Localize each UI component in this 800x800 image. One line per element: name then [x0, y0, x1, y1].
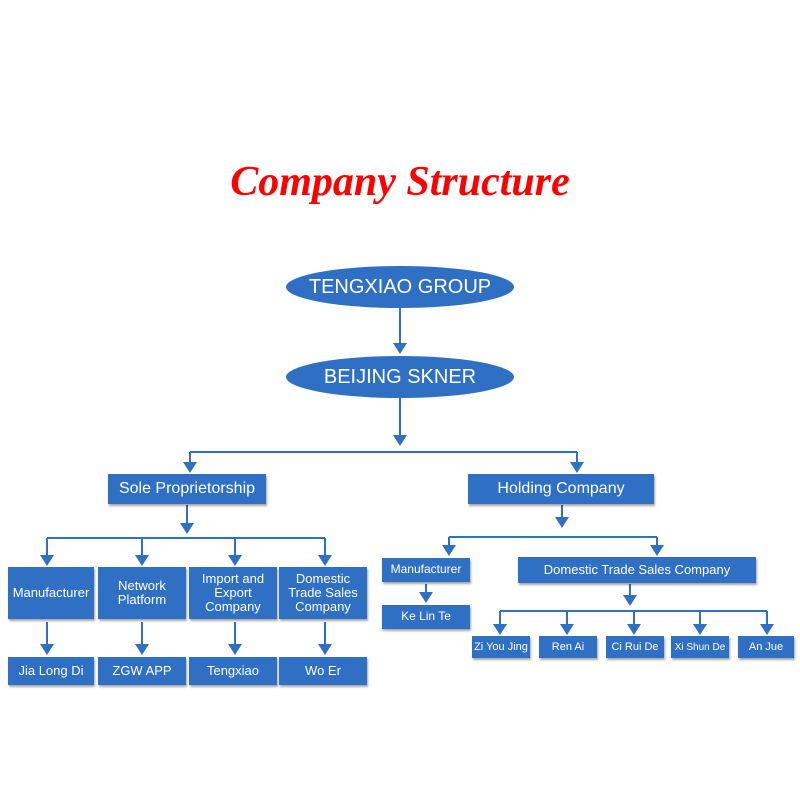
node-right-sales: Domestic Trade Sales Company [518, 557, 756, 583]
node-left-brand-2: ZGW APP [98, 657, 186, 685]
node-left-unit-1: Manufacturer [8, 567, 94, 619]
node-right-brand-3: Ci Rui De [606, 636, 664, 658]
arrow-head-45 [627, 624, 641, 635]
arrow-head-23 [135, 644, 149, 655]
arrow-head-15 [135, 555, 149, 566]
arrow-head-3 [393, 435, 407, 446]
node-right-manufacturer: Manufacturer [382, 558, 470, 582]
node-right-brand-5: An Jue [738, 636, 794, 658]
arrow-head-36 [419, 592, 433, 603]
node-holding-company: Holding Company [468, 474, 654, 504]
node-right-brand-4: Xi Shun De [671, 636, 729, 658]
arrow-head-38 [623, 595, 637, 606]
arrow-head-19 [318, 555, 332, 566]
arrow-head-27 [318, 644, 332, 655]
arrow-head-10 [180, 523, 194, 534]
chart-title: Company Structure [230, 159, 570, 205]
arrow-head-21 [40, 644, 54, 655]
arrow-head-41 [493, 624, 507, 635]
arrow-head-17 [228, 555, 242, 566]
arrow-head-49 [760, 624, 774, 635]
node-left-unit-2: Network Platform [98, 567, 186, 619]
arrow-head-6 [183, 462, 197, 473]
arrow-head-47 [693, 624, 707, 635]
node-beijing-skner: BEIJING SKNER [286, 356, 514, 398]
arrow-head-34 [650, 545, 664, 556]
node-left-unit-3: Import and Export Company [189, 567, 277, 619]
node-sole-proprietorship: Sole Proprietorship [108, 474, 266, 504]
arrow-head-13 [40, 555, 54, 566]
node-left-brand-3: Tengxiao [189, 657, 277, 685]
node-right-manufacturer-brand: Ke Lin Te [382, 605, 470, 629]
arrow-head-29 [555, 517, 569, 528]
arrow-head-25 [228, 644, 242, 655]
node-left-brand-1: Jia Long Di [8, 657, 94, 685]
node-left-unit-4: Domestic Trade Sales Company [279, 567, 367, 619]
arrow-head-1 [393, 343, 407, 354]
arrow-head-8 [570, 462, 584, 473]
node-left-brand-4: Wo Er [279, 657, 367, 685]
arrow-head-32 [442, 545, 456, 556]
arrow-head-43 [560, 624, 574, 635]
node-right-brand-2: Ren Ai [539, 636, 597, 658]
node-tengxiao-group: TENGXIAO GROUP [286, 266, 514, 308]
node-right-brand-1: Zi You Jing [472, 636, 530, 658]
